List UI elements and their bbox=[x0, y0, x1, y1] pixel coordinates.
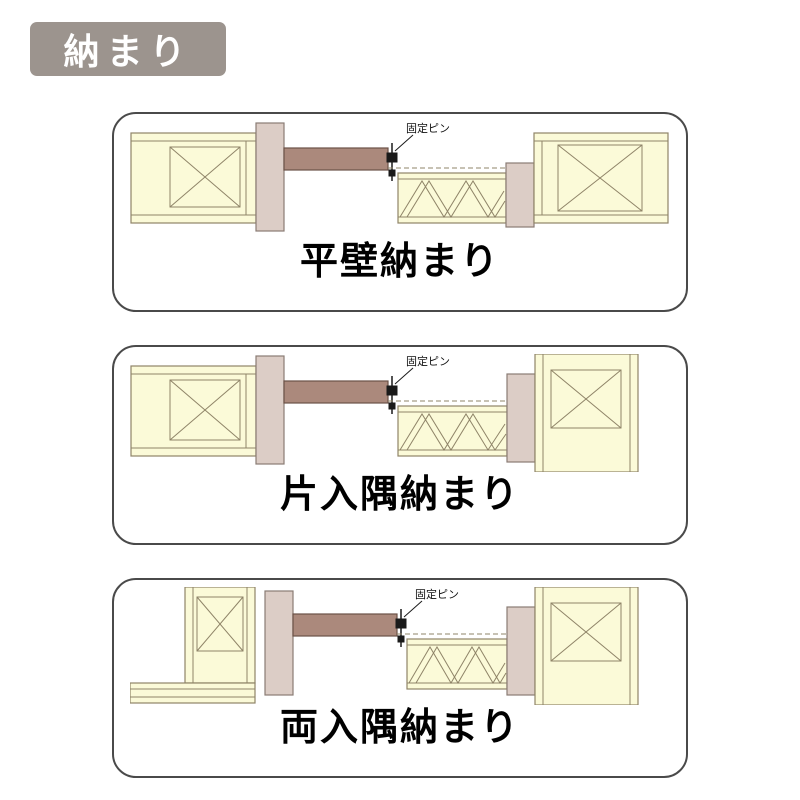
left-wall-section bbox=[130, 132, 257, 224]
fixing-pin bbox=[395, 609, 407, 647]
panel-double-inside-corner-title: 両入隅納まり bbox=[279, 707, 520, 749]
fixing-pin bbox=[386, 376, 398, 414]
pin-leader-line bbox=[403, 600, 423, 618]
partition-panel-bar bbox=[283, 380, 389, 404]
lower-wall-section bbox=[388, 400, 508, 457]
panel-double-inside-corner: 固定ピン 両入隅納まり bbox=[112, 578, 688, 778]
fixing-pin-label: 固定ピン bbox=[406, 354, 450, 368]
right-post bbox=[506, 606, 536, 696]
fixing-pin-label: 固定ピン bbox=[406, 121, 450, 135]
partition-panel-bar bbox=[283, 147, 389, 171]
panel-flat-wall-title: 平壁納まり bbox=[299, 241, 500, 283]
left-wall-section-vertical bbox=[184, 587, 256, 684]
pin-leader-line bbox=[394, 367, 414, 385]
pin-leader-line bbox=[394, 134, 414, 152]
diagram-flat-wall: 固定ピン bbox=[130, 121, 669, 232]
left-post bbox=[264, 590, 294, 696]
section-title-label: 納まり bbox=[63, 31, 193, 72]
fixing-pin bbox=[386, 143, 398, 181]
right-wall-section-vertical bbox=[534, 587, 639, 705]
fixing-pin-label: 固定ピン bbox=[415, 587, 459, 601]
left-wall-section bbox=[130, 365, 257, 457]
partition-panel-bar bbox=[292, 613, 398, 637]
diagram-single-inside-corner: 固定ピン bbox=[130, 354, 639, 472]
right-wall-section-vertical bbox=[534, 354, 639, 472]
left-lower-strip bbox=[130, 682, 256, 704]
panel-flat-wall: 固定ピン 平壁納まり bbox=[112, 112, 688, 312]
lower-wall-section bbox=[397, 633, 508, 690]
left-post bbox=[255, 355, 285, 465]
right-wall-section bbox=[533, 132, 669, 224]
panel-single-inside-corner: 固定ピン 片入隅納まり bbox=[112, 345, 688, 545]
left-post bbox=[255, 122, 285, 232]
diagram-double-inside-corner: 固定ピン bbox=[130, 587, 639, 705]
section-title-badge: 納まり bbox=[30, 22, 226, 76]
right-post bbox=[506, 373, 536, 463]
lower-wall-section bbox=[388, 167, 507, 224]
right-post bbox=[505, 162, 535, 228]
panel-single-inside-corner-title: 片入隅納まり bbox=[279, 474, 520, 516]
